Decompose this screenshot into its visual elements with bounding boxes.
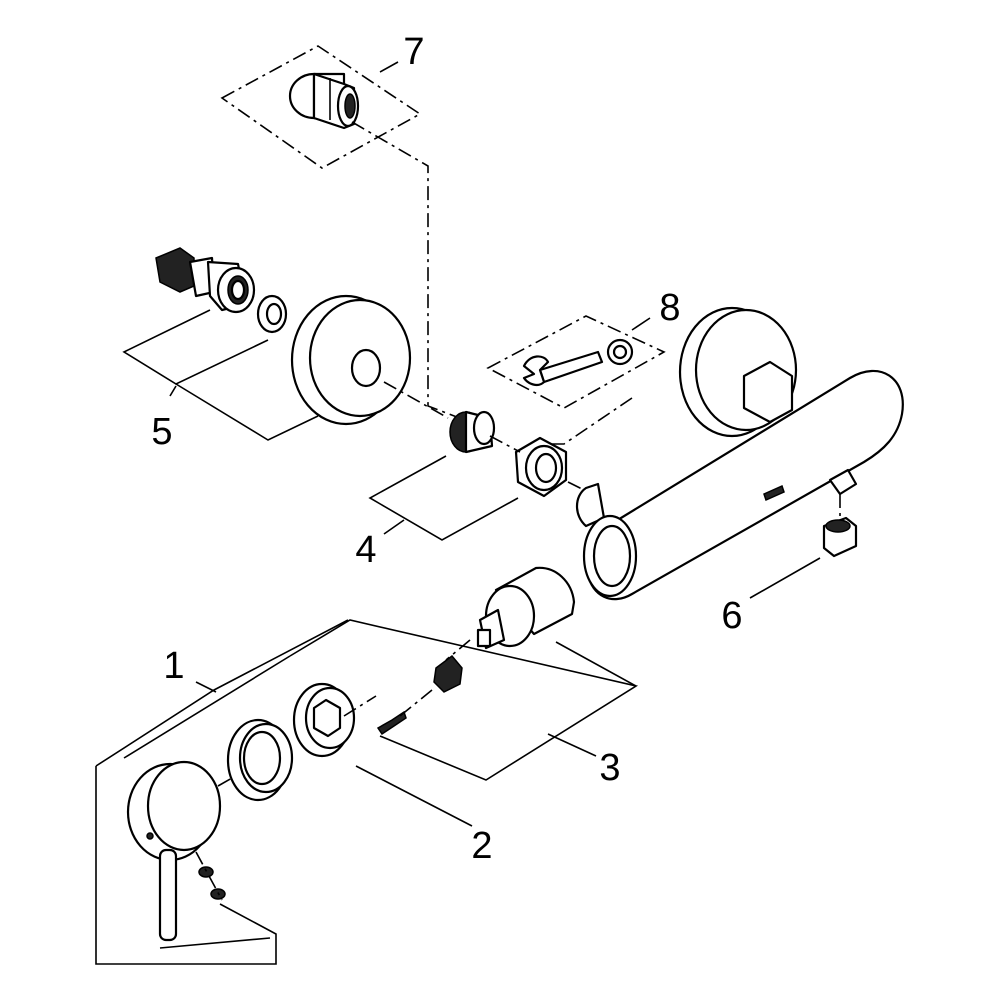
- part-group-7: [220, 45, 471, 423]
- callout-3: 3: [599, 747, 620, 789]
- bracket-5a: [122, 309, 269, 385]
- bracket-5b: [175, 383, 319, 441]
- hex-union: [742, 360, 794, 424]
- bracket-1-frame: [95, 766, 277, 965]
- leader-3: [547, 733, 597, 757]
- dash-link-8: [544, 397, 633, 445]
- bracket-1-inner: [123, 655, 291, 759]
- callout-8: 8: [659, 287, 680, 329]
- adapter-fitting: [288, 72, 360, 130]
- dashed-frame-8: [486, 315, 666, 409]
- callout-7: 7: [403, 31, 424, 73]
- leader-8: [631, 317, 651, 331]
- callout-4: 4: [355, 529, 376, 571]
- dash-link-5: [383, 381, 449, 419]
- part-group-2: [226, 682, 473, 827]
- dash-link-3b: [399, 689, 433, 717]
- spline-adapter: [433, 654, 463, 693]
- bracket-4: [368, 455, 519, 541]
- part-group-3: [289, 566, 639, 781]
- leader-6: [749, 557, 821, 599]
- union-nut: [514, 436, 568, 498]
- part-group-5: [122, 247, 449, 441]
- rosette-left: [290, 294, 412, 426]
- part-group-1: [95, 619, 349, 965]
- dash-link-2: [343, 695, 377, 717]
- dash-link-4b: [567, 481, 585, 491]
- eccentric-fitting: [449, 410, 496, 454]
- callout-5: 5: [151, 411, 172, 453]
- dash-link-1: [195, 851, 223, 901]
- spanner-tool: [522, 338, 634, 387]
- leader-4: [383, 519, 405, 535]
- mixer-body: [575, 306, 904, 601]
- threaded-connector: [155, 247, 256, 314]
- callout-6: 6: [721, 595, 742, 637]
- callout-2: 2: [471, 825, 492, 867]
- bracket-1-top: [95, 619, 349, 767]
- callout-1: 1: [163, 645, 184, 687]
- dashed-frame-7: [220, 45, 422, 169]
- screw: [376, 710, 407, 736]
- dash-link-1b: [217, 777, 233, 787]
- bracket-3b: [555, 641, 637, 687]
- leader-7: [379, 61, 399, 73]
- dash-link-4a: [489, 435, 521, 453]
- washer: [256, 294, 288, 334]
- bracket-1-base: [159, 937, 271, 949]
- cartridge: [476, 566, 576, 650]
- lever-handle: [126, 760, 222, 942]
- part-group-8: [486, 315, 666, 445]
- part-group-6: [749, 516, 858, 599]
- part-group-4: [368, 410, 585, 541]
- leader-1: [195, 681, 217, 693]
- leader-2: [355, 765, 473, 827]
- outlet-spout: [828, 468, 858, 496]
- threaded-ring: [292, 682, 356, 758]
- brand-badge: [763, 484, 785, 502]
- mixer-bar: [586, 369, 904, 601]
- cover-ring: [226, 718, 294, 802]
- dash-link-3a: [445, 639, 471, 661]
- leader-5: [169, 385, 177, 397]
